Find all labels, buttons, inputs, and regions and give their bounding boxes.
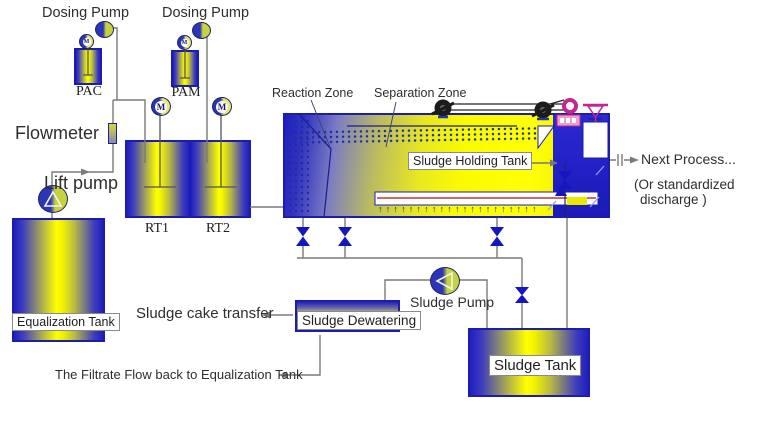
sludge-pump-icon [430,267,460,295]
scraper-motor-icon [556,98,581,127]
zone-leader-lines [310,99,397,148]
clarifier-baffles [298,113,517,218]
valves [296,171,572,303]
lift-pump-icon [38,185,68,213]
pac-label: PAC [76,84,102,99]
flowmeter-label: Flowmeter [15,123,100,143]
sludge-holding-tank-label: Sludge Holding Tank [408,152,533,170]
pac-agitator-motor-icon: M [79,34,94,49]
equalization-tank-label: Equalization Tank [12,313,120,331]
rt1-label: RT1 [144,221,170,236]
lift-pump-label: Lift pump [44,173,119,193]
separation-zone-label: Separation Zone [374,86,467,100]
dosing-pump-left-icon [95,21,114,38]
valve-1 [296,227,310,246]
rt1-mixer-motor-icon: M [151,97,171,116]
filtrate-return-label: The Filtrate Flow back to Equalization T… [55,367,303,382]
flow-arrows [81,156,639,379]
upflow-arrow [555,185,567,196]
rt2-label: RT2 [205,221,231,236]
rt2-mixer-motor-icon: M [212,97,232,116]
weir-triangle [537,125,555,150]
pam-agitator-motor-icon: M [177,35,192,50]
valve-5 [558,171,572,189]
valve-3 [490,227,504,246]
aeration-tick-arrows: ↑↑↑↑↑↑↑↑↑↑↑↑↑↑↑↑↑↑↑↑↑ [378,204,540,214]
standardized-discharge-line2: discharge ) [640,192,707,207]
handwheel-valve-icon [583,103,608,122]
scraper-sprocket-left [431,99,455,119]
sludge-cake-transfer-label: Sludge cake transfer [136,305,274,322]
dosing-pump-right-label: Dosing Pump [162,5,250,21]
scraper-sprocket-right [531,101,555,121]
sludge-tank-label: Sludge Tank [489,355,582,376]
sludge-dewatering-label: Sludge Dewatering [297,311,422,330]
sludge-pump-label: Sludge Pump [410,294,495,310]
flowmeter-body [108,123,117,144]
reaction-tank-rt1 [125,140,190,218]
compartment-hatch-marks [547,165,605,211]
standardized-discharge-line1: (Or standardized [634,177,735,192]
effluent-box [582,118,609,159]
dosing-pump-left-label: Dosing Pump [42,5,130,21]
reaction-zone-label: Reaction Zone [272,86,354,100]
next-process-label: Next Process... [641,151,736,167]
floc-band-left [287,118,309,215]
dosing-pump-right-icon [192,22,211,39]
reaction-tank-rt2 [189,140,251,218]
valve-4 [515,287,529,303]
valve-2 [338,227,352,246]
pam-label: PAM [171,85,201,100]
